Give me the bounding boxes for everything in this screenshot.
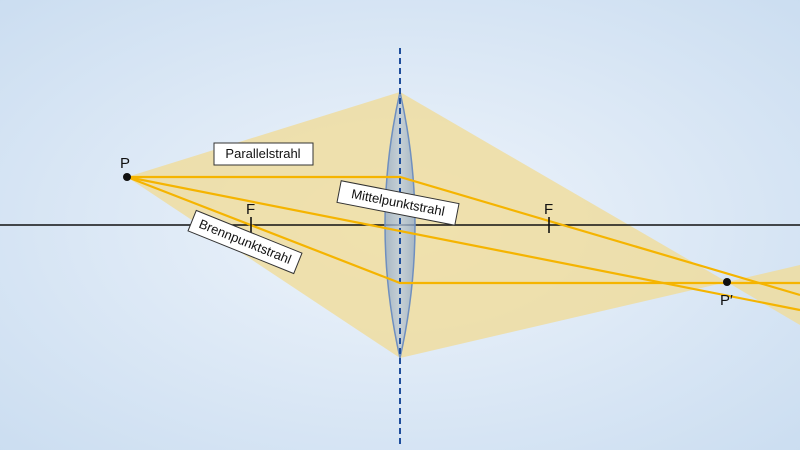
object-point: [123, 173, 131, 181]
focus-left-label: F: [246, 201, 255, 218]
object-point-label: P: [120, 155, 130, 172]
image-point-label: P′: [720, 292, 733, 309]
parallel-ray-label: Parallelstrahl: [213, 142, 314, 166]
focal-ray: [126, 175, 800, 285]
svg-text:Parallelstrahl: Parallelstrahl: [225, 146, 300, 161]
diverging-light-cone: [727, 265, 800, 325]
rays: [126, 175, 800, 312]
image-point: [723, 278, 731, 286]
center-ray: [126, 175, 800, 312]
focus-right-label: F: [544, 201, 553, 218]
parallel-ray: [127, 175, 800, 297]
